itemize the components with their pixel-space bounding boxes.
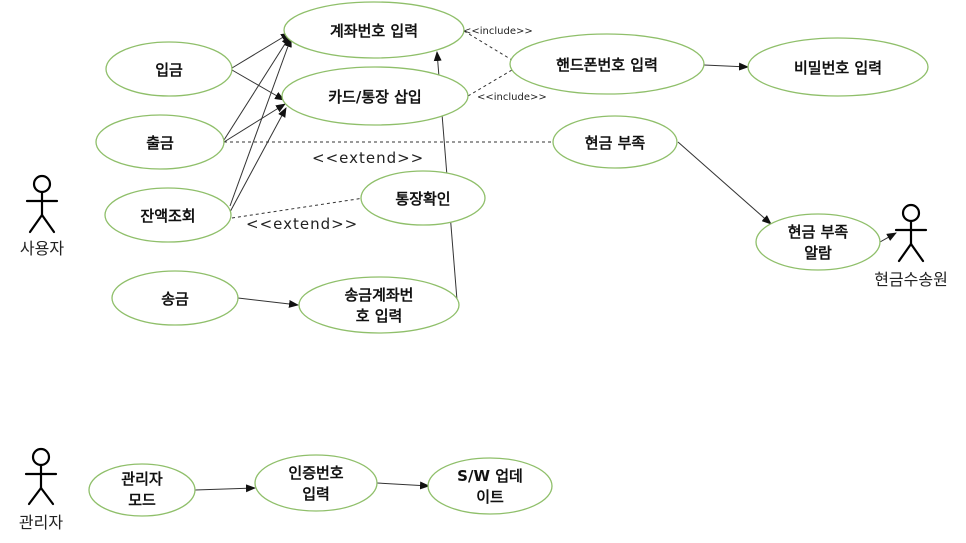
actor-stick-figure-icon <box>25 174 59 234</box>
use-case-label: 잔액조회 <box>140 207 195 225</box>
actor-cash-staff[interactable]: 현금수송원 <box>874 203 948 289</box>
assoc-admin-auth <box>194 484 256 493</box>
actor-label: 사용자 <box>20 239 64 258</box>
use-case-withdrawal[interactable]: 출금 <box>95 114 225 170</box>
use-case-balance-inquiry[interactable]: 잔액조회 <box>104 187 232 243</box>
actor-stick-figure-icon <box>24 447 58 506</box>
use-case-label-line2: 이트 <box>476 488 504 506</box>
use-case-sw-update[interactable]: S/W 업데 이트 <box>427 457 553 515</box>
actor-admin[interactable]: 관리자 <box>19 447 63 532</box>
stereotype-labels: <<include>> <<include>> <<extend>> <<ext… <box>246 26 547 233</box>
use-cases: 계좌번호 입력 입금 카드/통장 삽입 출금 잔액조회 통장확인 송금 송금계 <box>88 1 929 517</box>
include-label-top: <<include>> <box>463 26 533 37</box>
use-case-remittance[interactable]: 송금 <box>111 270 239 326</box>
use-case-auth-number-input[interactable]: 인증번호 입력 <box>254 454 378 512</box>
use-case-label: 통장확인 <box>395 190 450 208</box>
use-case-label: 출금 <box>146 134 174 152</box>
use-case-phone-number-input[interactable]: 핸드폰번호 입력 <box>509 33 705 95</box>
use-case-label: 현금 부족 <box>585 134 646 152</box>
extend-label-balance: <<extend>> <box>246 215 358 233</box>
assoc-deposit-account <box>231 32 291 69</box>
assoc-withdrawal-account <box>223 35 291 141</box>
use-case-label-line1: S/W 업데 <box>457 467 523 485</box>
use-case-label-line1: 관리자 <box>121 470 163 488</box>
use-case-label-line2: 알람 <box>804 244 832 262</box>
use-case-password-input[interactable]: 비밀번호 입력 <box>747 37 929 97</box>
assoc-balance-card <box>229 107 287 213</box>
assoc-auth-update <box>376 481 430 490</box>
use-case-label-line2: 호 입력 <box>356 307 403 325</box>
use-case-label: 비밀번호 입력 <box>794 59 882 77</box>
use-case-deposit[interactable]: 입금 <box>105 41 233 97</box>
use-case-cash-shortage[interactable]: 현금 부족 <box>552 115 678 169</box>
assoc-balance-account <box>229 37 292 207</box>
actor-label: 현금수송원 <box>874 270 948 289</box>
actor-user[interactable]: 사용자 <box>20 174 64 258</box>
use-case-label: 핸드폰번호 입력 <box>556 56 658 74</box>
use-case-label: 송금 <box>161 290 189 308</box>
use-case-label-line2: 모드 <box>128 491 156 509</box>
use-case-label-line1: 송금계좌번 <box>344 286 413 304</box>
include-label-bottom: <<include>> <box>477 92 547 103</box>
use-case-passbook-check[interactable]: 통장확인 <box>360 170 486 226</box>
use-case-label-line2: 입력 <box>302 485 330 503</box>
actor-label: 관리자 <box>19 513 63 532</box>
connections <box>194 30 897 493</box>
actor-stick-figure-icon <box>894 203 928 263</box>
use-case-label: 카드/통장 삽입 <box>328 88 422 106</box>
use-case-remittance-account-input[interactable]: 송금계좌번 호 입력 <box>298 276 460 334</box>
assoc-remittance-account-input <box>237 297 299 308</box>
use-case-label: 계좌번호 입력 <box>330 22 418 40</box>
extend-line-balance <box>231 197 365 219</box>
use-case-label: 입금 <box>155 61 183 79</box>
use-case-account-number-input[interactable]: 계좌번호 입력 <box>283 1 465 59</box>
use-case-card-passbook-insert[interactable]: 카드/통장 삽입 <box>281 66 469 126</box>
assoc-shortage-alarm <box>677 141 772 225</box>
extend-label-withdrawal: <<extend>> <box>312 149 424 167</box>
use-case-label-line1: 현금 부족 <box>788 223 849 241</box>
include-line-bottom <box>467 69 513 97</box>
use-case-admin-mode[interactable]: 관리자 모드 <box>88 463 196 517</box>
use-case-label-line1: 인증번호 <box>288 464 343 482</box>
assoc-withdrawal-card <box>223 103 286 143</box>
assoc-phone-password <box>703 62 749 71</box>
use-case-cash-shortage-alarm[interactable]: 현금 부족 알람 <box>755 213 881 271</box>
assoc-alarm-staff <box>879 232 897 243</box>
assoc-deposit-card <box>231 69 285 101</box>
